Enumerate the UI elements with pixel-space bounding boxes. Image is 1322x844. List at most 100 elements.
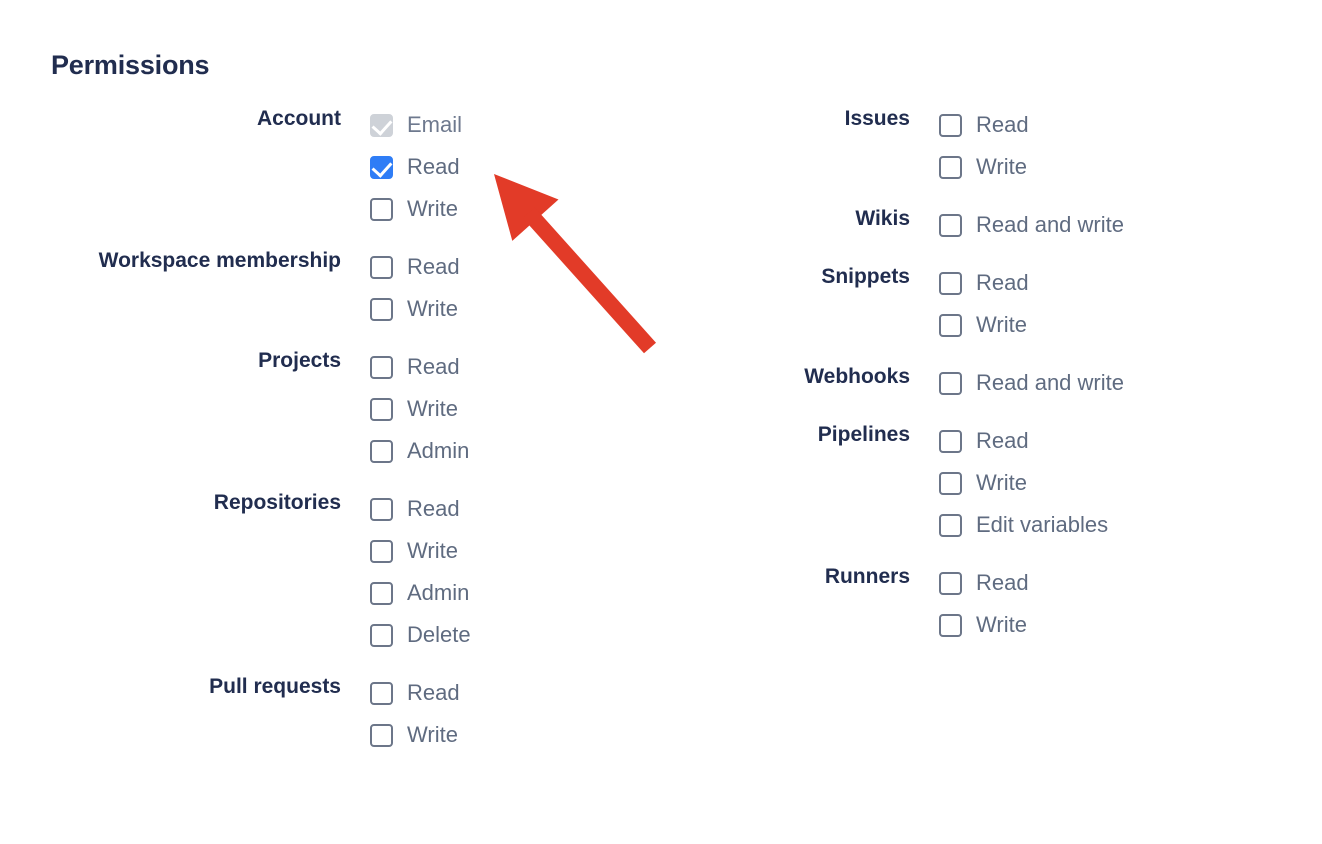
permission-option-label[interactable]: Write: [407, 396, 458, 421]
permission-option-row[interactable]: Read: [939, 420, 1108, 462]
checkbox-unchecked[interactable]: [370, 255, 393, 279]
permission-option-row[interactable]: Write: [939, 462, 1108, 504]
permission-option-row[interactable]: Read and write: [939, 204, 1124, 246]
checkbox-unchecked[interactable]: [939, 213, 962, 237]
permission-group-label: Workspace membership: [98, 249, 341, 272]
permission-option-row[interactable]: Read: [370, 246, 460, 288]
permission-option-label[interactable]: Admin: [407, 438, 470, 463]
checkbox-unchecked[interactable]: [370, 355, 393, 379]
permission-option-row[interactable]: Read: [370, 488, 471, 530]
permission-option-row[interactable]: Read and write: [939, 362, 1124, 404]
check-icon: [371, 113, 393, 136]
checkbox-unchecked[interactable]: [939, 513, 962, 537]
permission-option-label[interactable]: Read: [407, 496, 460, 521]
checkbox-unchecked[interactable]: [939, 155, 962, 179]
permission-option-row[interactable]: Read: [370, 146, 462, 188]
permission-option-row[interactable]: Read: [370, 346, 469, 388]
permission-option-label[interactable]: Read: [976, 270, 1029, 295]
permission-option-label[interactable]: Write: [407, 538, 458, 563]
checkbox-unchecked[interactable]: [939, 371, 962, 395]
permission-group-label: Projects: [258, 349, 341, 372]
permission-option-row[interactable]: Write: [939, 304, 1029, 346]
permission-option-label[interactable]: Read: [407, 154, 460, 179]
checkbox-unchecked[interactable]: [370, 397, 393, 421]
checkbox-unchecked[interactable]: [939, 313, 962, 337]
permission-option-label[interactable]: Delete: [407, 622, 471, 647]
permission-option-row[interactable]: Email: [370, 104, 462, 146]
checkbox-unchecked[interactable]: [370, 581, 393, 605]
permission-option-row[interactable]: Write: [939, 604, 1029, 646]
permission-option-row[interactable]: Admin: [370, 430, 469, 472]
permission-option-row[interactable]: Read: [939, 562, 1029, 604]
permission-option-label[interactable]: Email: [407, 112, 463, 137]
permission-option-row[interactable]: Read: [939, 262, 1029, 304]
permission-option-row[interactable]: Write: [370, 388, 469, 430]
permission-option-row[interactable]: Read: [370, 672, 460, 714]
permission-option-label[interactable]: Write: [976, 470, 1027, 495]
checkbox-unchecked[interactable]: [370, 439, 393, 463]
checkbox-unchecked[interactable]: [370, 197, 393, 221]
permission-option-row[interactable]: Write: [370, 714, 460, 756]
permission-option-label[interactable]: Read: [407, 254, 460, 279]
permission-option-label[interactable]: Read: [976, 570, 1029, 595]
permission-option-label[interactable]: Admin: [407, 580, 470, 605]
permission-option-row[interactable]: Write: [370, 530, 471, 572]
checkbox-unchecked[interactable]: [370, 623, 393, 647]
permission-option-row[interactable]: Read: [939, 104, 1029, 146]
checkbox-unchecked[interactable]: [939, 613, 962, 637]
permission-option-row[interactable]: Delete: [370, 614, 471, 656]
permission-option-row[interactable]: Write: [939, 146, 1029, 188]
checkbox-unchecked[interactable]: [939, 113, 962, 137]
permission-option-label[interactable]: Read: [976, 428, 1029, 453]
checkbox-checked[interactable]: [370, 155, 393, 179]
permission-option-label[interactable]: Write: [407, 296, 458, 321]
checkbox-unchecked[interactable]: [939, 571, 962, 595]
permission-group-label: Webhooks: [804, 365, 910, 388]
check-icon: [371, 155, 393, 178]
checkbox-unchecked[interactable]: [370, 681, 393, 705]
permission-options: Read and write: [910, 204, 1124, 246]
permission-group-label: Pipelines: [817, 423, 910, 446]
permission-option-row[interactable]: Edit variables: [939, 504, 1108, 546]
permission-option-label[interactable]: Read: [976, 112, 1029, 137]
permission-option-label[interactable]: Write: [976, 312, 1027, 337]
permission-group-label: Account: [257, 107, 341, 130]
checkbox-unchecked[interactable]: [370, 539, 393, 563]
permission-option-label[interactable]: Read: [407, 680, 460, 705]
checkbox-unchecked[interactable]: [939, 429, 962, 453]
permission-option-row[interactable]: Write: [370, 188, 462, 230]
permission-option-row[interactable]: Write: [370, 288, 460, 330]
checkbox-unchecked[interactable]: [370, 297, 393, 321]
permission-option-row[interactable]: Admin: [370, 572, 471, 614]
permission-options: Read and write: [910, 362, 1124, 404]
permission-option-label[interactable]: Write: [407, 196, 458, 221]
permission-group-label: Pull requests: [209, 675, 341, 698]
permission-option-label[interactable]: Read and write: [976, 212, 1124, 237]
permission-option-label[interactable]: Write: [407, 722, 458, 747]
permission-option-label[interactable]: Write: [976, 154, 1027, 179]
permission-option-label[interactable]: Edit variables: [976, 512, 1109, 537]
checkbox-unchecked[interactable]: [939, 271, 962, 295]
checkbox-unchecked[interactable]: [939, 471, 962, 495]
permission-option-label[interactable]: Write: [976, 612, 1027, 637]
permission-option-label[interactable]: Read: [407, 354, 460, 379]
page-title: Permissions: [51, 50, 210, 80]
checkbox-unchecked[interactable]: [370, 497, 393, 521]
permission-group-label: Wikis: [855, 207, 910, 230]
permission-option-label[interactable]: Read and write: [976, 370, 1124, 395]
checkbox-unchecked[interactable]: [370, 723, 393, 747]
